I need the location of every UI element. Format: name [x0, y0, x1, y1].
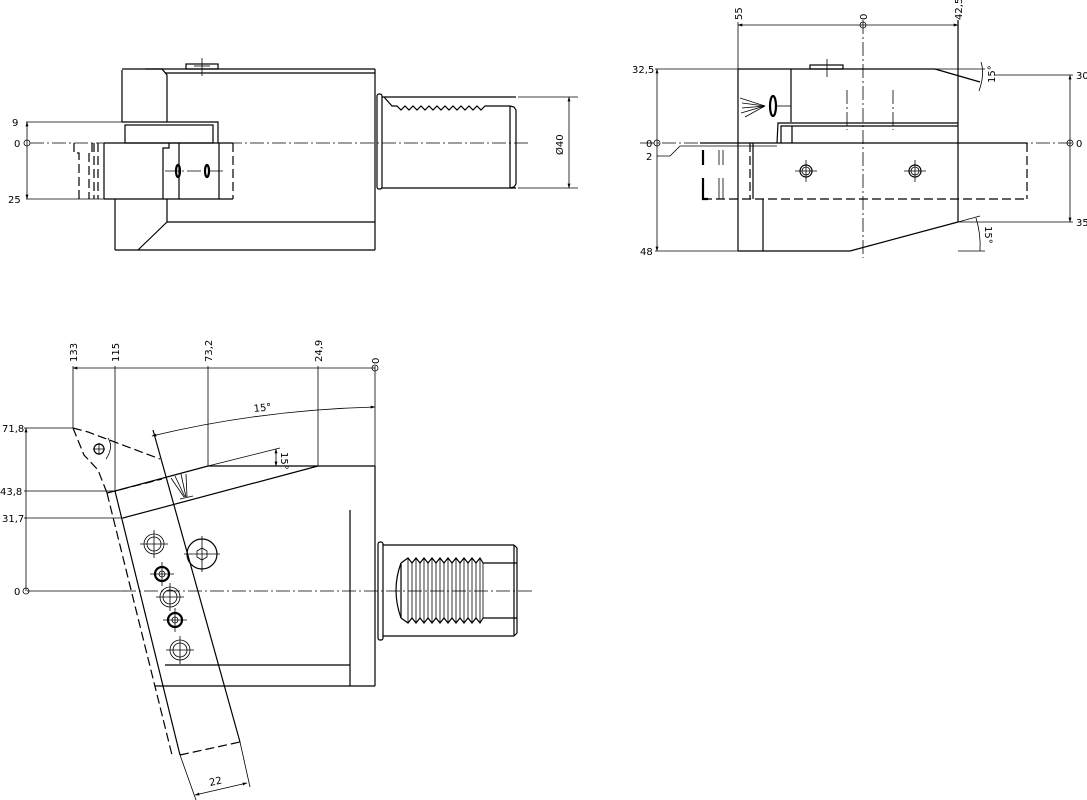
dim-top-24-9: 24,9 [314, 340, 325, 362]
top-dimensions: 133 115 73,2 24,9 0 71,8 43,8 31,7 0 15°… [0, 340, 382, 800]
dim-side-9: 9 [12, 118, 18, 129]
dim-top-angle-small: 15° [278, 452, 289, 470]
dim-front-2: 2 [646, 152, 652, 163]
dim-side-0: 0 [14, 139, 20, 150]
top-shank [377, 541, 518, 641]
dim-top-133: 133 [69, 343, 80, 362]
top-body [72, 427, 376, 756]
dim-top-73-2: 73,2 [204, 340, 215, 362]
dim-front-angle-bottom: 15° [982, 226, 993, 244]
top-view: 133 115 73,2 24,9 0 71,8 43,8 31,7 0 15°… [0, 340, 535, 800]
dim-front-zero-left: 0 [646, 139, 652, 150]
dim-top-angle-sweep: 15° [253, 402, 272, 415]
front-view: 55 0 42,5 32,5 0 2 48 30 0 35 15° [632, 0, 1087, 258]
dim-front-32-5: 32,5 [632, 65, 654, 76]
front-dimensions: 55 0 42,5 32,5 0 2 48 30 0 35 15° [632, 0, 1087, 258]
dim-front-42-5: 42,5 [954, 0, 965, 20]
dim-front-35: 35 [1076, 218, 1087, 229]
dim-side-25: 25 [8, 195, 21, 206]
dim-top-0: 0 [371, 358, 382, 364]
dim-front-center: 0 [859, 14, 870, 20]
dim-top-31-7: 31,7 [2, 514, 24, 525]
dim-shank-diameter: Ø40 [554, 134, 566, 155]
side-shank [376, 93, 517, 190]
side-view: 9 0 25 Ø40 [8, 58, 578, 251]
dim-front-zero-right: 0 [1076, 139, 1082, 150]
dim-top-115: 115 [111, 343, 122, 362]
dim-front-55: 55 [734, 7, 745, 20]
dim-top-22: 22 [208, 776, 223, 789]
dim-front-30: 30 [1076, 71, 1087, 82]
dim-top-y0: 0 [14, 587, 20, 598]
side-dimensions: 9 0 25 Ø40 [8, 96, 578, 206]
thread-ribs [400, 556, 484, 625]
side-body [114, 58, 376, 251]
dim-top-71-8: 71,8 [2, 424, 24, 435]
dim-top-43-8: 43,8 [0, 487, 22, 498]
side-insert-block [73, 121, 234, 200]
dim-front-angle-top: 15° [987, 65, 998, 83]
top-coolant-nozzle-icon [170, 473, 194, 500]
dim-front-48: 48 [640, 247, 653, 258]
